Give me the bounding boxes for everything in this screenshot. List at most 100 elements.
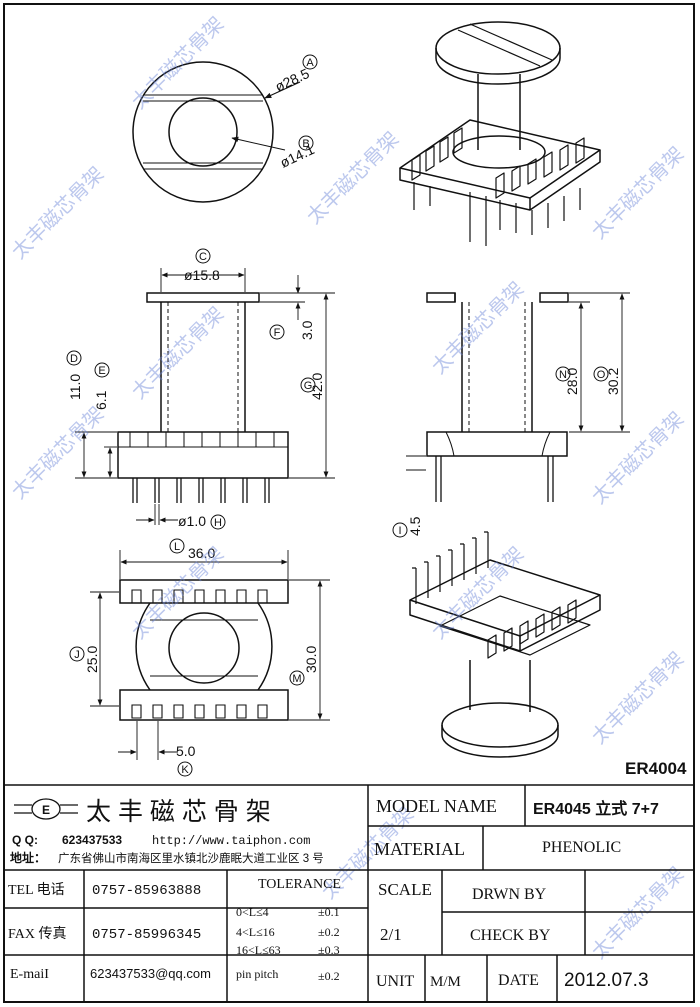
dimension-labels: ø28.5 ø14.1 ø15.8 3.0 42.0 11.0 6.1 ø1.0… bbox=[67, 65, 621, 759]
unit-value: M/M bbox=[430, 974, 461, 990]
side-view-right bbox=[406, 292, 630, 502]
svg-text:K: K bbox=[181, 764, 189, 776]
tolerance-range-3: 16<L≤63 bbox=[236, 943, 281, 957]
qq-number: 623437533 bbox=[62, 833, 122, 847]
part-code: ER4004 bbox=[625, 759, 687, 778]
material-label: MATERIAL bbox=[374, 839, 465, 859]
email-address: 623437533@qq.com bbox=[90, 966, 211, 981]
company-logo: E bbox=[14, 798, 78, 820]
scale-label: SCALE bbox=[378, 880, 432, 899]
watermark: 太丰磁芯骨架 bbox=[587, 142, 689, 244]
watermark: 太丰磁芯骨架 bbox=[587, 407, 689, 509]
dim-K-value: 5.0 bbox=[176, 743, 196, 759]
watermark: 太丰磁芯骨架 bbox=[7, 162, 109, 264]
date-label: DATE bbox=[498, 972, 539, 989]
isometric-view-bottom bbox=[409, 531, 601, 758]
dim-C-value: ø15.8 bbox=[184, 267, 220, 283]
tolerance-value-1: ±0.1 bbox=[318, 905, 340, 919]
dim-F-value: 3.0 bbox=[299, 320, 315, 340]
qq-label: Q Q: bbox=[12, 833, 38, 847]
dim-G-value: 42.0 bbox=[309, 373, 325, 400]
marker-D: D bbox=[66, 350, 82, 366]
marker-J: J bbox=[69, 646, 85, 662]
unit-label: UNIT bbox=[376, 973, 414, 990]
marker-N: N bbox=[555, 366, 571, 382]
watermark: 太丰磁芯骨架 bbox=[427, 542, 529, 644]
fax-number: 0757-85996345 bbox=[92, 927, 201, 943]
isometric-view-top bbox=[399, 21, 601, 246]
svg-text:I: I bbox=[398, 525, 401, 537]
material-value: PHENOLIC bbox=[542, 839, 621, 856]
dim-O-value: 30.2 bbox=[605, 368, 621, 395]
svg-text:E: E bbox=[42, 803, 50, 817]
marker-L: L bbox=[169, 538, 185, 554]
svg-text:B: B bbox=[302, 138, 309, 150]
date-value: 2012.07.3 bbox=[564, 970, 649, 991]
tel-number: 0757-85963888 bbox=[92, 883, 201, 899]
top-view bbox=[132, 61, 301, 203]
address-label: 地址： bbox=[10, 850, 46, 865]
website: http://www.taiphon.com bbox=[152, 834, 310, 848]
bottom-view bbox=[90, 550, 330, 760]
svg-text:H: H bbox=[214, 517, 222, 529]
drawing-border bbox=[3, 3, 695, 1003]
model-name-label: MODEL NAME bbox=[376, 796, 497, 816]
marker-A: A bbox=[302, 54, 318, 70]
dimension-letter-markers: A B C D E F G H I J K L M N O bbox=[66, 54, 609, 777]
dim-D-value: 11.0 bbox=[67, 374, 83, 400]
marker-H: H bbox=[210, 514, 226, 530]
dim-J-value: 25.0 bbox=[84, 646, 100, 673]
tolerance-range-4: pin pitch bbox=[236, 967, 278, 981]
marker-G: G bbox=[300, 377, 316, 393]
svg-text:J: J bbox=[74, 649, 80, 661]
tolerance-range-2: 4<L≤16 bbox=[236, 925, 275, 939]
dim-M-value: 30.0 bbox=[303, 646, 319, 673]
dim-H-value: ø1.0 bbox=[178, 513, 206, 529]
dim-N-value: 28.0 bbox=[564, 368, 580, 395]
svg-text:O: O bbox=[597, 369, 606, 381]
dim-I-value: 4.5 bbox=[407, 516, 423, 536]
svg-text:A: A bbox=[306, 57, 314, 69]
marker-I: I bbox=[392, 522, 408, 538]
dim-L-value: 36.0 bbox=[188, 545, 215, 561]
dim-B-value: ø14.1 bbox=[278, 141, 317, 171]
marker-E: E bbox=[94, 362, 110, 378]
marker-M: M bbox=[289, 670, 305, 686]
address: 广东省佛山市南海区里水镇北沙鹿眠大道工业区 3 号 bbox=[58, 851, 324, 865]
dim-A-value: ø28.5 bbox=[273, 65, 312, 95]
drawn-by-label: DRWN BY bbox=[472, 886, 547, 903]
svg-text:M: M bbox=[292, 673, 301, 685]
watermark: 太丰磁芯骨架 bbox=[7, 402, 109, 504]
model-name-value: ER4045 立式 7+7 bbox=[533, 799, 659, 818]
svg-text:E: E bbox=[98, 365, 105, 377]
svg-text:F: F bbox=[274, 327, 281, 339]
marker-K: K bbox=[177, 761, 193, 777]
scale-value: 2/1 bbox=[380, 925, 402, 944]
email-label: E-maiI bbox=[10, 967, 49, 982]
dim-E-value: 6.1 bbox=[93, 390, 109, 410]
tolerance-value-3: ±0.3 bbox=[318, 943, 340, 957]
svg-text:N: N bbox=[559, 369, 567, 381]
svg-text:L: L bbox=[174, 541, 180, 553]
tolerance-value-4: ±0.2 bbox=[318, 969, 340, 983]
watermark: 太丰磁芯骨架 bbox=[427, 277, 529, 379]
tolerance-range-1: 0<L≤4 bbox=[236, 905, 269, 919]
tolerance-value-2: ±0.2 bbox=[318, 925, 340, 939]
marker-F: F bbox=[269, 324, 285, 340]
title-block: E 太 丰 磁 芯 骨 架 Q Q: 623437533 http://www.… bbox=[4, 784, 694, 1002]
svg-text:G: G bbox=[304, 380, 313, 392]
front-view-left bbox=[75, 268, 335, 525]
watermark: 太丰磁芯骨架 bbox=[587, 647, 689, 749]
svg-text:D: D bbox=[70, 353, 78, 365]
watermark: 太丰磁芯骨架 bbox=[127, 302, 229, 404]
company-name: 太 丰 磁 芯 骨 架 bbox=[86, 798, 271, 826]
check-by-label: CHECK BY bbox=[470, 927, 551, 944]
fax-label: FAX 传真 bbox=[8, 926, 66, 942]
marker-C: C bbox=[195, 248, 211, 264]
tolerance-title: TOLERANCE bbox=[258, 877, 341, 892]
watermark: 太丰磁芯骨架 bbox=[127, 542, 229, 644]
tel-label: TEL 电话 bbox=[8, 882, 65, 898]
watermark: 太丰磁芯骨架 bbox=[302, 127, 404, 229]
svg-text:C: C bbox=[199, 251, 207, 263]
